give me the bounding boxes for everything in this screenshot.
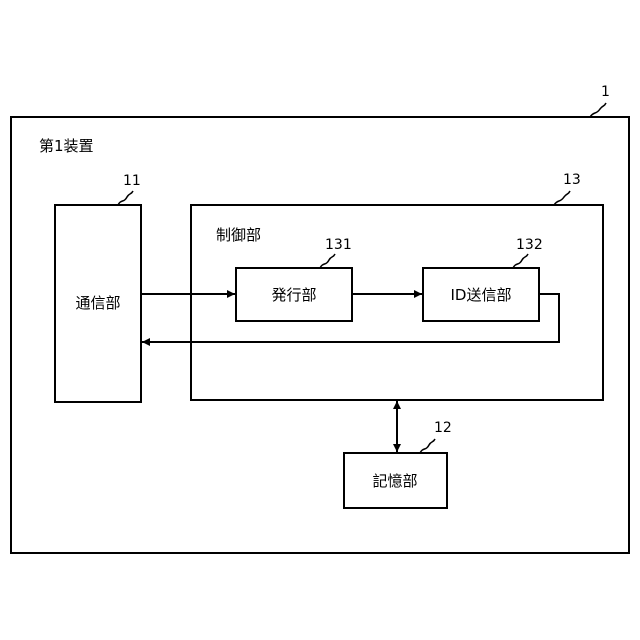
communication-unit-ref-number: 11 [123,173,141,189]
id-sender-unit-ref-number: 132 [516,237,543,253]
control-unit-label: 制御部 [216,226,261,244]
communication-unit-ref-leader [118,191,133,205]
id-sender-unit-label: ID送信部 [451,286,512,304]
control-unit-ref-leader [554,191,570,205]
device-ref-leader [590,103,606,117]
storage-unit-ref-number: 12 [434,420,452,436]
issuing-unit-label: 発行部 [271,286,316,304]
device-label: 第1装置 [39,137,94,155]
storage-unit-label: 記憶部 [372,472,417,490]
storage-unit-ref-leader [420,439,435,453]
issuing-unit-ref-number: 131 [325,237,352,253]
control-unit-ref-number: 13 [563,172,581,188]
device-ref-number: 1 [601,84,610,100]
communication-unit-label: 通信部 [75,294,120,312]
